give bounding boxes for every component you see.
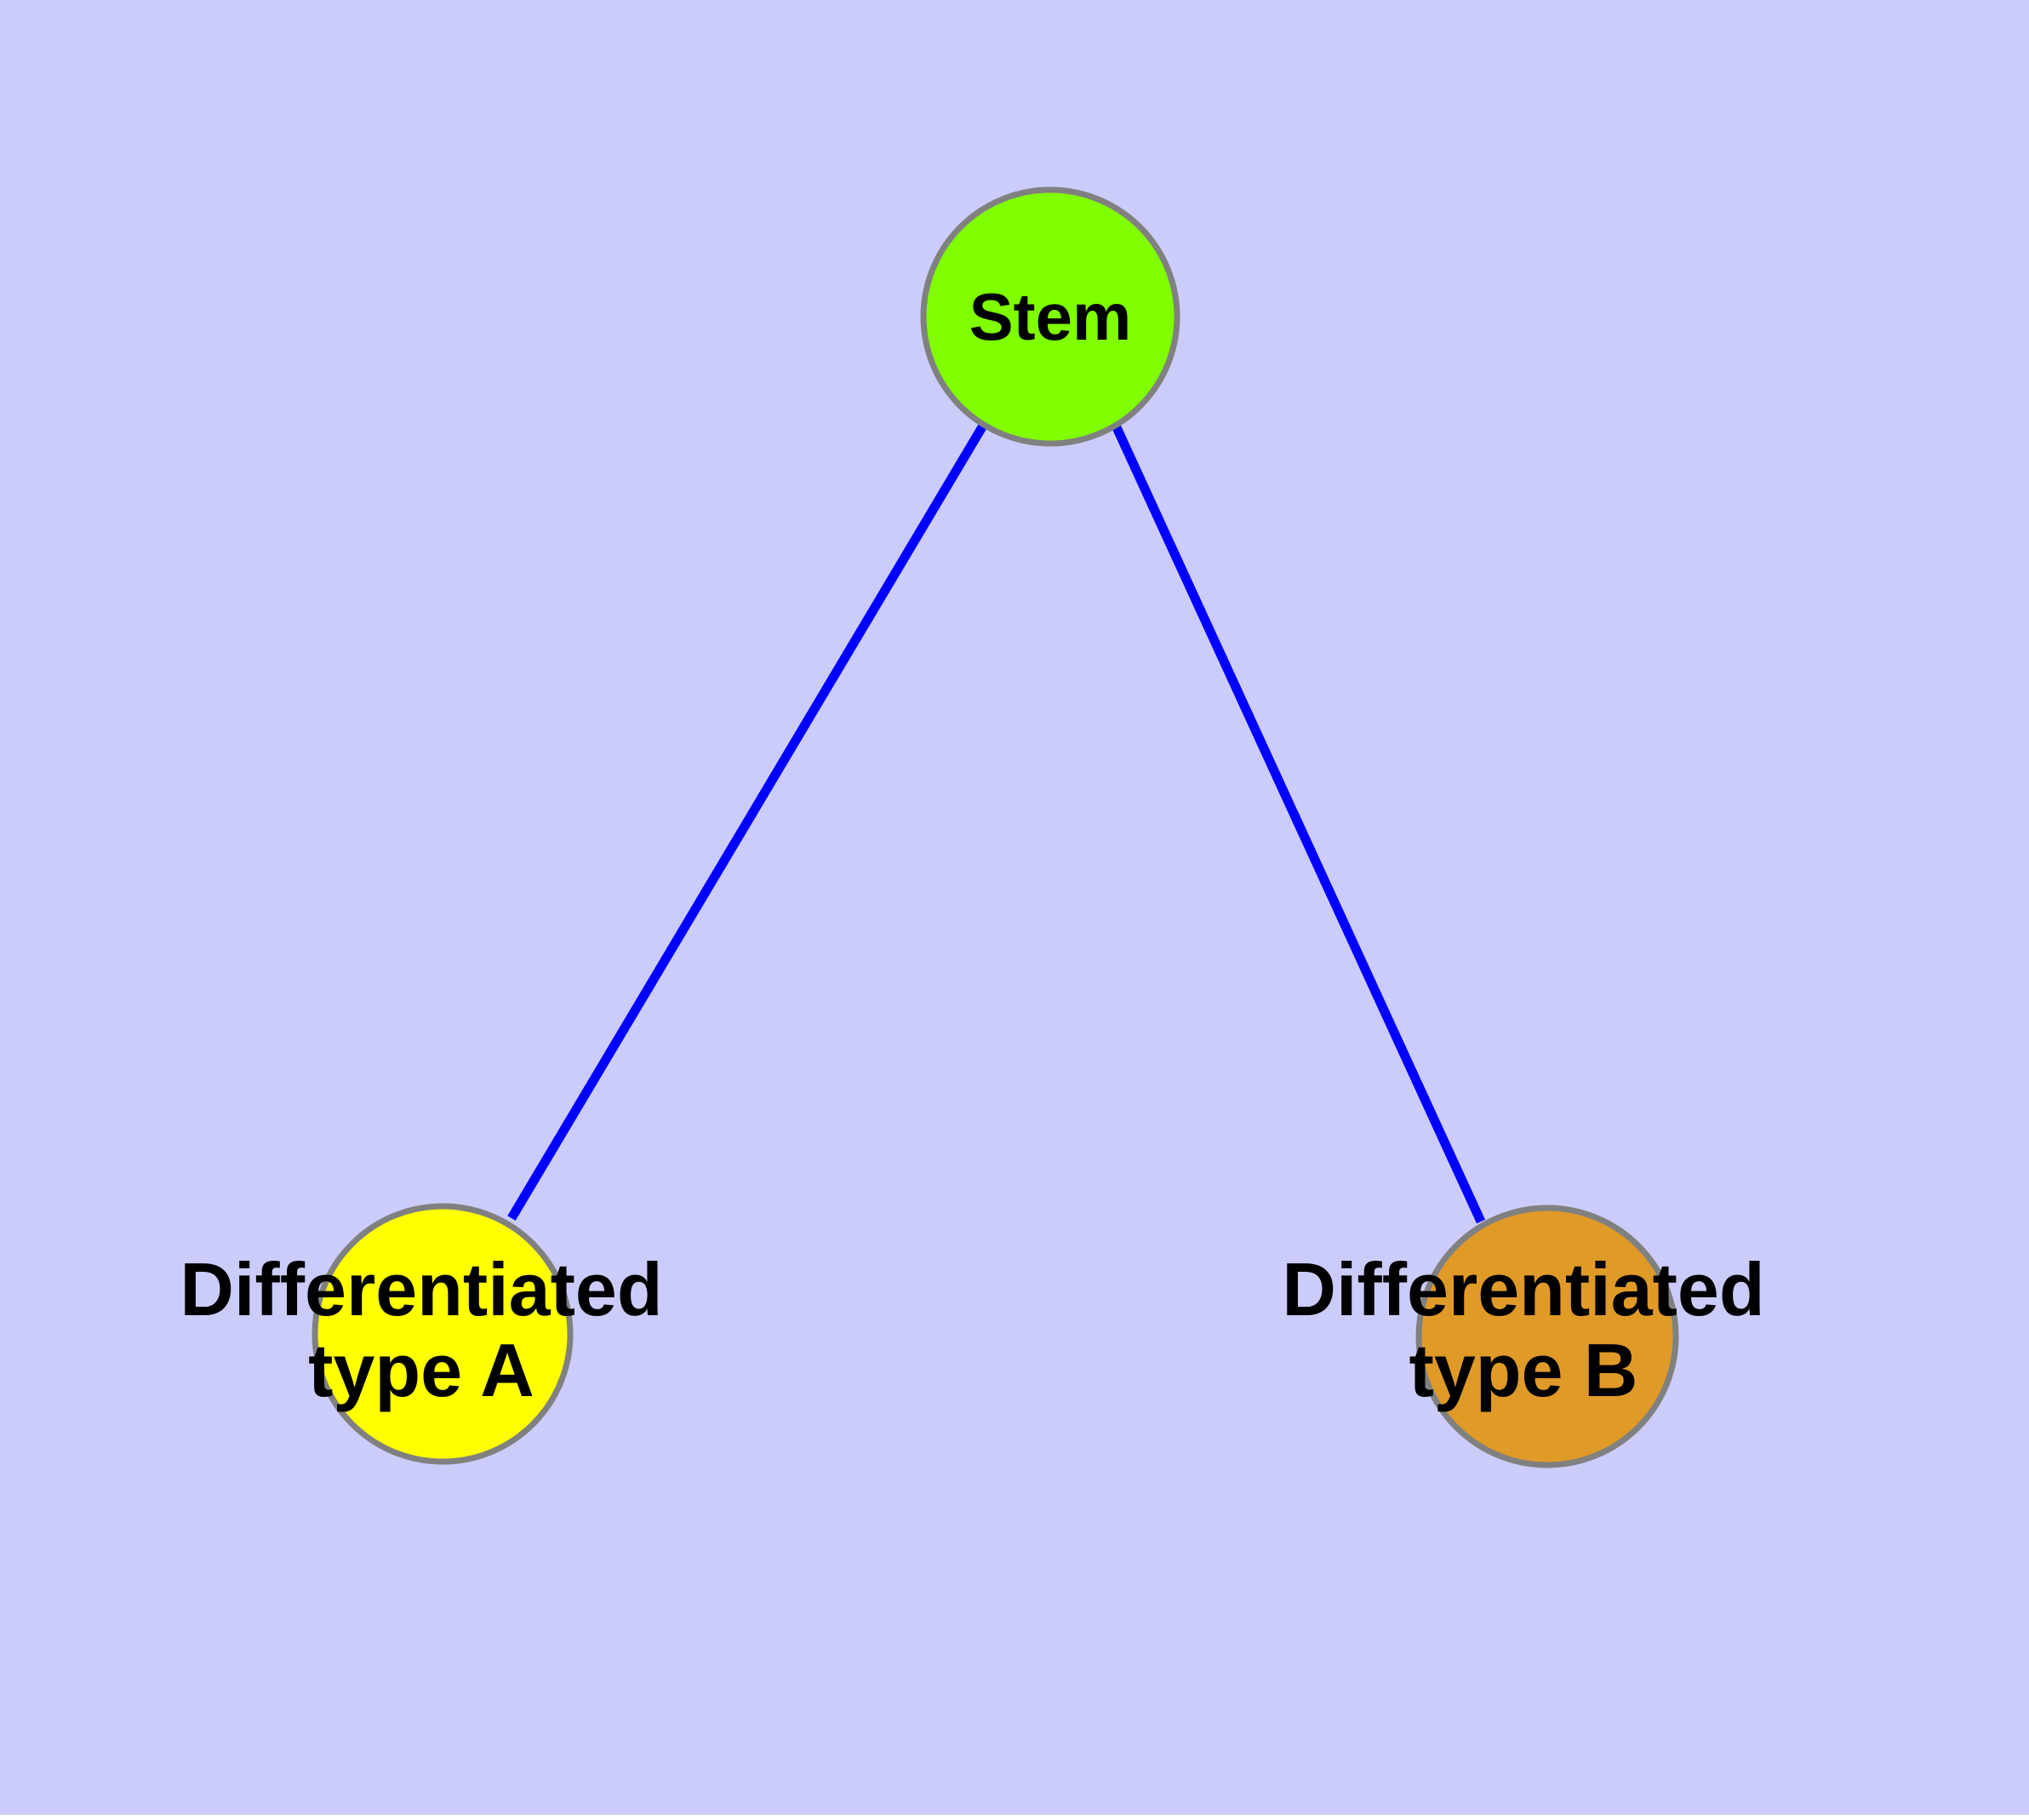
graph-node-stem[interactable] — [920, 186, 1180, 447]
graph-edge-stem-diff_b[interactable] — [1112, 423, 1485, 1224]
graph-node-diff_a[interactable] — [311, 1203, 574, 1465]
graph-edge-stem-diff_a[interactable] — [507, 423, 987, 1221]
graph-node-diff_b[interactable] — [1415, 1205, 1679, 1468]
edge-layer — [507, 423, 1485, 1224]
node-layer — [311, 186, 1679, 1468]
